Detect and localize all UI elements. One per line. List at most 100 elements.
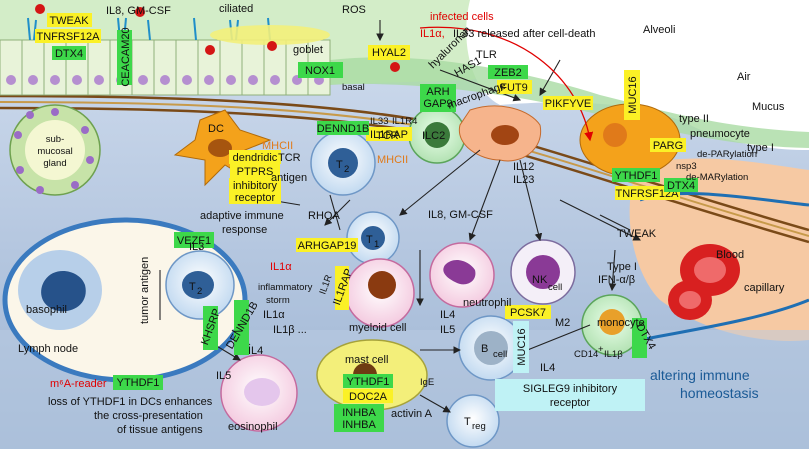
ifn-label: IFN-α/β <box>598 274 635 286</box>
gene-box-pcsk7: PCSK7 <box>505 305 551 319</box>
m2-label: M2 <box>555 317 570 329</box>
gene-box-tnfrsf12a-right: TNFRSF12A <box>615 186 680 200</box>
myeloid-label: myeloid cell <box>349 322 406 334</box>
svg-text:FUT9: FUT9 <box>500 82 528 94</box>
il8-gmcsf-top: IL8, GM-CSF <box>106 5 171 17</box>
svg-text:B: B <box>481 343 488 355</box>
svg-text:TNFRSF12A: TNFRSF12A <box>37 31 101 43</box>
de-parylation-label: de-PARylation <box>697 149 757 160</box>
il3-label: IL3 <box>189 241 204 253</box>
ros-dot <box>35 4 45 14</box>
th2-ln-label: T 2 <box>189 281 202 297</box>
gene-box-parg: PARG <box>650 138 686 152</box>
gene-box-dtx4-right: DTX4 <box>664 178 698 192</box>
svg-text:YTHDF1: YTHDF1 <box>615 170 658 182</box>
gene-box-dtx4-top: DTX4 <box>52 46 86 60</box>
submucosal-gland <box>9 104 101 196</box>
ros-dot <box>390 62 400 72</box>
svg-text:TNFRSF12A: TNFRSF12A <box>616 188 680 200</box>
svg-text:VEZF1: VEZF1 <box>177 235 211 247</box>
th1-label: T 1 <box>366 234 379 250</box>
mucus-label: Mucus <box>752 101 785 113</box>
de-marylation-label: de-MARylation <box>686 172 748 183</box>
gene-box-inhibitory: inhibitory receptor <box>229 178 281 204</box>
svg-text:receptor: receptor <box>550 397 591 409</box>
siglec9-box: SIGLEG9 inhibitory receptor <box>495 379 645 411</box>
inflammatory-label: inflammatory <box>258 282 313 293</box>
svg-text:DTX4: DTX4 <box>667 180 695 192</box>
loss-label-2: the cross-presentation <box>94 410 203 422</box>
gene-box-muc16-bottom: MUC16 <box>513 321 529 373</box>
myeloid-cell <box>345 258 415 328</box>
svg-text:receptor: receptor <box>235 192 276 204</box>
svg-text:NK: NK <box>532 274 548 286</box>
svg-text:PCSK7: PCSK7 <box>510 307 546 319</box>
gene-box-doc2a: DOC2A <box>343 389 393 403</box>
il1b-mid-label: IL1β ... <box>273 324 307 336</box>
neutrophil-label: neutrophil <box>463 297 511 309</box>
tlr-label: TLR <box>476 49 497 61</box>
adaptive-label-1: adaptive immune <box>200 210 284 222</box>
pneumocyte-label: pneumocyte <box>690 128 750 140</box>
ros-dot <box>205 45 215 55</box>
svg-text:DOC2A: DOC2A <box>349 391 388 403</box>
gene-box-inhba: INHBA INHBA <box>334 404 384 432</box>
dc-label: DC <box>208 123 224 135</box>
il12-label: IL12 <box>513 161 534 173</box>
loss-label-1: loss of YTHDF1 in DCs enhances <box>48 396 213 408</box>
nk-label: NK cell <box>532 274 562 293</box>
il1r4-label: IL1R4 <box>392 116 417 127</box>
th2-cell-main <box>310 130 376 196</box>
gene-box-ythdf1-bottom: YTHDF1 <box>113 375 163 390</box>
gene-box-vezf1: VEZF1 <box>174 232 214 248</box>
svg-text:CD14: CD14 <box>574 349 598 360</box>
type1-label: type I <box>747 142 774 154</box>
svg-text:SIGLEG9 inhibitory: SIGLEG9 inhibitory <box>523 383 618 395</box>
il5-left-label: IL5 <box>216 370 231 382</box>
svg-text:inhibitory: inhibitory <box>233 180 278 192</box>
monocyte-label: monocyte <box>597 317 645 329</box>
tcr-dc-label: TCR <box>278 152 301 164</box>
svg-text:T: T <box>189 281 196 293</box>
il33-released-label: IL33 released after cell-death <box>453 28 595 40</box>
il4-col-label: IL4 <box>440 309 455 321</box>
svg-text:T: T <box>464 416 471 428</box>
gene-box-tweak: TWEAK <box>47 13 92 27</box>
svg-text:T: T <box>336 159 343 171</box>
macrophage-nucleus <box>491 125 519 145</box>
svg-text:1: 1 <box>374 239 379 250</box>
svg-text:DTX4: DTX4 <box>55 48 83 60</box>
gene-box-nox1: NOX1 <box>298 62 343 78</box>
cd14-label: CD14 + IL1β <box>574 344 623 360</box>
il5-col-label: IL5 <box>440 324 455 336</box>
basal-label: basal <box>342 82 365 93</box>
gene-box-zeb2: ZEB2 <box>488 65 528 79</box>
svg-text:HYAL2: HYAL2 <box>372 47 406 59</box>
svg-text:INHBA: INHBA <box>342 407 376 419</box>
svg-text:DENND1B: DENND1B <box>317 123 370 135</box>
eosinophil-label: eosinophil <box>228 421 278 433</box>
altering-label-2: homeostasis <box>680 385 759 401</box>
il8-gmcsf-mid: IL8, GM-CSF <box>428 209 493 221</box>
svg-text:ARHGAP19: ARHGAP19 <box>298 240 357 252</box>
red-curve-arrow <box>419 26 594 142</box>
connector-lines <box>62 16 641 413</box>
svg-text:2: 2 <box>197 286 202 297</box>
svg-text:MUC16: MUC16 <box>516 328 528 365</box>
tcr-ilc-label: TCR <box>376 130 399 142</box>
ros-label: ROS <box>342 4 366 16</box>
svg-text:YTHDF1: YTHDF1 <box>347 376 390 388</box>
lymph-node-label: Lymph node <box>18 343 78 355</box>
tumor-antigen-label: tumor antigen <box>139 257 151 324</box>
gene-box-hyal2: HYAL2 <box>368 45 410 60</box>
il1a-mid-label: IL1α <box>263 309 285 321</box>
m6a-reader-label: m⁶A-reader <box>50 378 107 390</box>
capillary-wall-bottom <box>639 298 809 342</box>
svg-text:ARH: ARH <box>426 86 449 98</box>
svg-text:ZEB2: ZEB2 <box>494 67 522 79</box>
svg-text:2: 2 <box>344 164 349 175</box>
ilc2-label: ILC2 <box>422 130 445 142</box>
gene-box-pikfyve: PIKFYVE <box>543 96 593 110</box>
nsp3-label: nsp3 <box>676 161 697 172</box>
